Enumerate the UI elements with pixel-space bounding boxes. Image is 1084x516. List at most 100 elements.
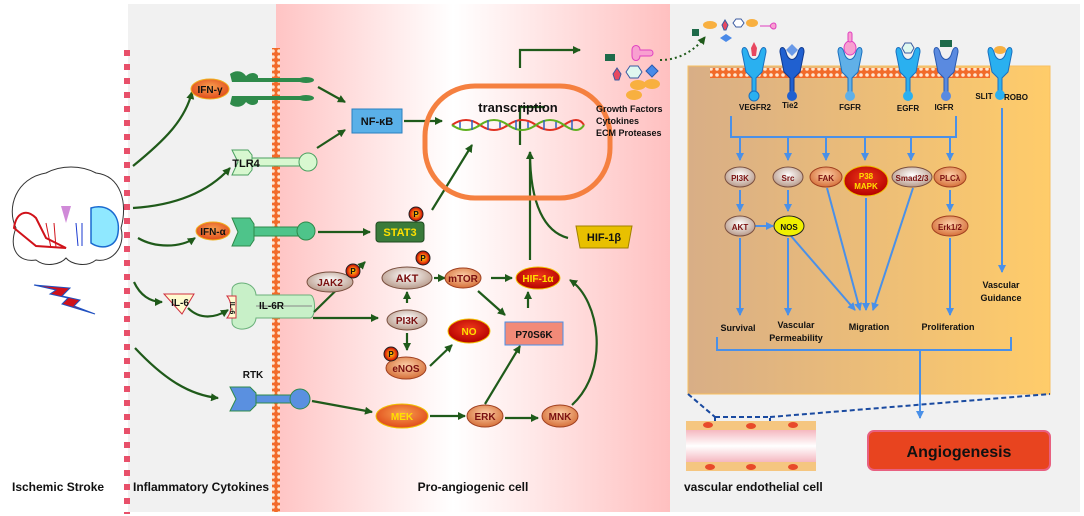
inflammatory-cytokines-label: Inflammatory Cytokines: [133, 480, 269, 494]
tie2-label: Tie2: [782, 101, 798, 110]
nos-node: [773, 215, 805, 237]
phospho-label: P: [350, 267, 356, 276]
nfkb-node: [351, 108, 403, 134]
mnk-label: MNK: [549, 412, 573, 423]
fgfr-receptor: [837, 31, 863, 101]
plc-label: PLCλ: [940, 174, 961, 183]
ifn-alpha-receptor: [231, 217, 316, 247]
vegfr2-receptor: [741, 42, 767, 102]
guidance-line2: Guidance: [980, 293, 1021, 303]
fak-label: FAK: [818, 174, 834, 183]
lightning-icon: [33, 284, 96, 315]
ec-akt-node: [724, 215, 756, 237]
pi3k-node: [386, 309, 428, 331]
ifn-gamma-label: IFN-γ: [198, 85, 223, 96]
mapk-label: MAPK: [854, 182, 878, 191]
ec-pi3k-node: [724, 166, 756, 188]
egfr-receptor: [895, 42, 921, 101]
rtk-receptor: [229, 386, 311, 412]
fgfr-label: FGFR: [839, 103, 861, 112]
vascular-endothelial-cell-label: vascular endothelial cell: [684, 480, 823, 494]
phospho-enos-icon: [383, 346, 399, 362]
ischemic-stroke-label: Ischemic Stroke: [12, 480, 104, 494]
phospho-label: P: [413, 210, 419, 219]
rtk-label: RTK: [243, 370, 264, 381]
stat3-node: [375, 221, 425, 243]
ifn-alpha-label: IFN-α: [200, 227, 226, 238]
p70s6k-node: [504, 321, 564, 346]
nos-label: NOS: [780, 223, 798, 232]
il6-label: IL-6: [171, 298, 189, 309]
hif1b-label: HIF-1β: [587, 232, 622, 244]
mnk-node: [541, 404, 579, 428]
ifn-alpha-node: [195, 221, 231, 241]
dna-icon: [451, 119, 585, 131]
phospho-label: P: [420, 254, 426, 263]
smad-node: [891, 166, 933, 188]
pro-angiogenic-arrows: [311, 46, 598, 422]
akt-label: AKT: [396, 273, 419, 285]
endothelial-receptors: [741, 31, 1013, 102]
floating-ligands: [692, 18, 777, 42]
igfr-receptor: [933, 40, 959, 101]
enos-node: [385, 356, 427, 380]
p38-label: P38: [859, 172, 874, 181]
src-node: [772, 166, 804, 188]
no-node: [447, 318, 491, 344]
survival-label: Survival: [720, 323, 755, 333]
plc-node: [933, 166, 967, 188]
robo-label: ROBO: [1004, 93, 1028, 102]
erk12-node: [931, 215, 969, 237]
pi3k-label: PI3K: [396, 316, 419, 327]
ifn-gamma-receptor: [230, 71, 314, 107]
ec-pi3k-label: PI3K: [731, 174, 749, 183]
src-label: Src: [782, 174, 795, 183]
phospho-jak2-icon: [345, 263, 361, 279]
jak2-node: [306, 271, 354, 293]
enos-label: eNOS: [392, 364, 420, 375]
slit-label: SLIT: [975, 92, 992, 101]
stat3-label: STAT3: [383, 227, 416, 239]
angiogenesis-label: Angiogenesis: [907, 444, 1012, 461]
nfkb-label: NF-κB: [361, 116, 393, 128]
tlr4-receptor: [231, 149, 318, 176]
blood-vessel-icon: [686, 421, 816, 471]
phospho-stat3-icon: [408, 206, 424, 222]
hif1b-node: [575, 225, 633, 249]
no-label: NO: [462, 327, 477, 338]
fak-node: [809, 166, 843, 188]
permeability-line2: Permeability: [769, 333, 823, 343]
il6r-label: IL-6R: [259, 301, 285, 312]
mtor-label: mTOR: [448, 274, 479, 285]
pro-angiogenic-cell-label: Pro-angiogenic cell: [418, 480, 529, 494]
angiogenesis-box: [867, 430, 1051, 471]
mtor-node: [444, 267, 482, 289]
akt-node: [381, 266, 433, 290]
vegfr2-label: VEGFR2: [739, 103, 772, 112]
erk-node: [466, 404, 504, 428]
pro-angiogenic-panel-background: [276, 4, 670, 512]
tlr4-label: TLR4: [232, 158, 260, 170]
mek-label: MEK: [391, 412, 414, 423]
nucleus: [422, 83, 613, 201]
phospho-label: P: [388, 350, 394, 359]
ec-akt-label: AKT: [732, 223, 749, 232]
permeability-line1: Vascular: [777, 320, 815, 330]
ecm-proteases-label: ECM Proteases: [596, 128, 662, 138]
egfr-label: EGFR: [897, 104, 919, 113]
igfr-label: IGFR: [934, 103, 953, 112]
erk12-label: Erk1/2: [938, 223, 963, 232]
erk-label: ERK: [474, 412, 496, 423]
ifn-gamma-node: [190, 78, 230, 100]
cytokine-arrows: [132, 91, 231, 402]
migration-label: Migration: [849, 322, 890, 332]
robo-receptor: [987, 46, 1013, 100]
p70s6k-label: P70S6K: [515, 330, 553, 341]
p38-mapk-node: [843, 165, 889, 197]
secreted-molecules: [605, 45, 660, 100]
mek-node: [375, 403, 429, 429]
cell-membrane: [272, 48, 280, 512]
jak2-label: JAK2: [317, 278, 343, 289]
il6-ligand: [162, 293, 195, 315]
